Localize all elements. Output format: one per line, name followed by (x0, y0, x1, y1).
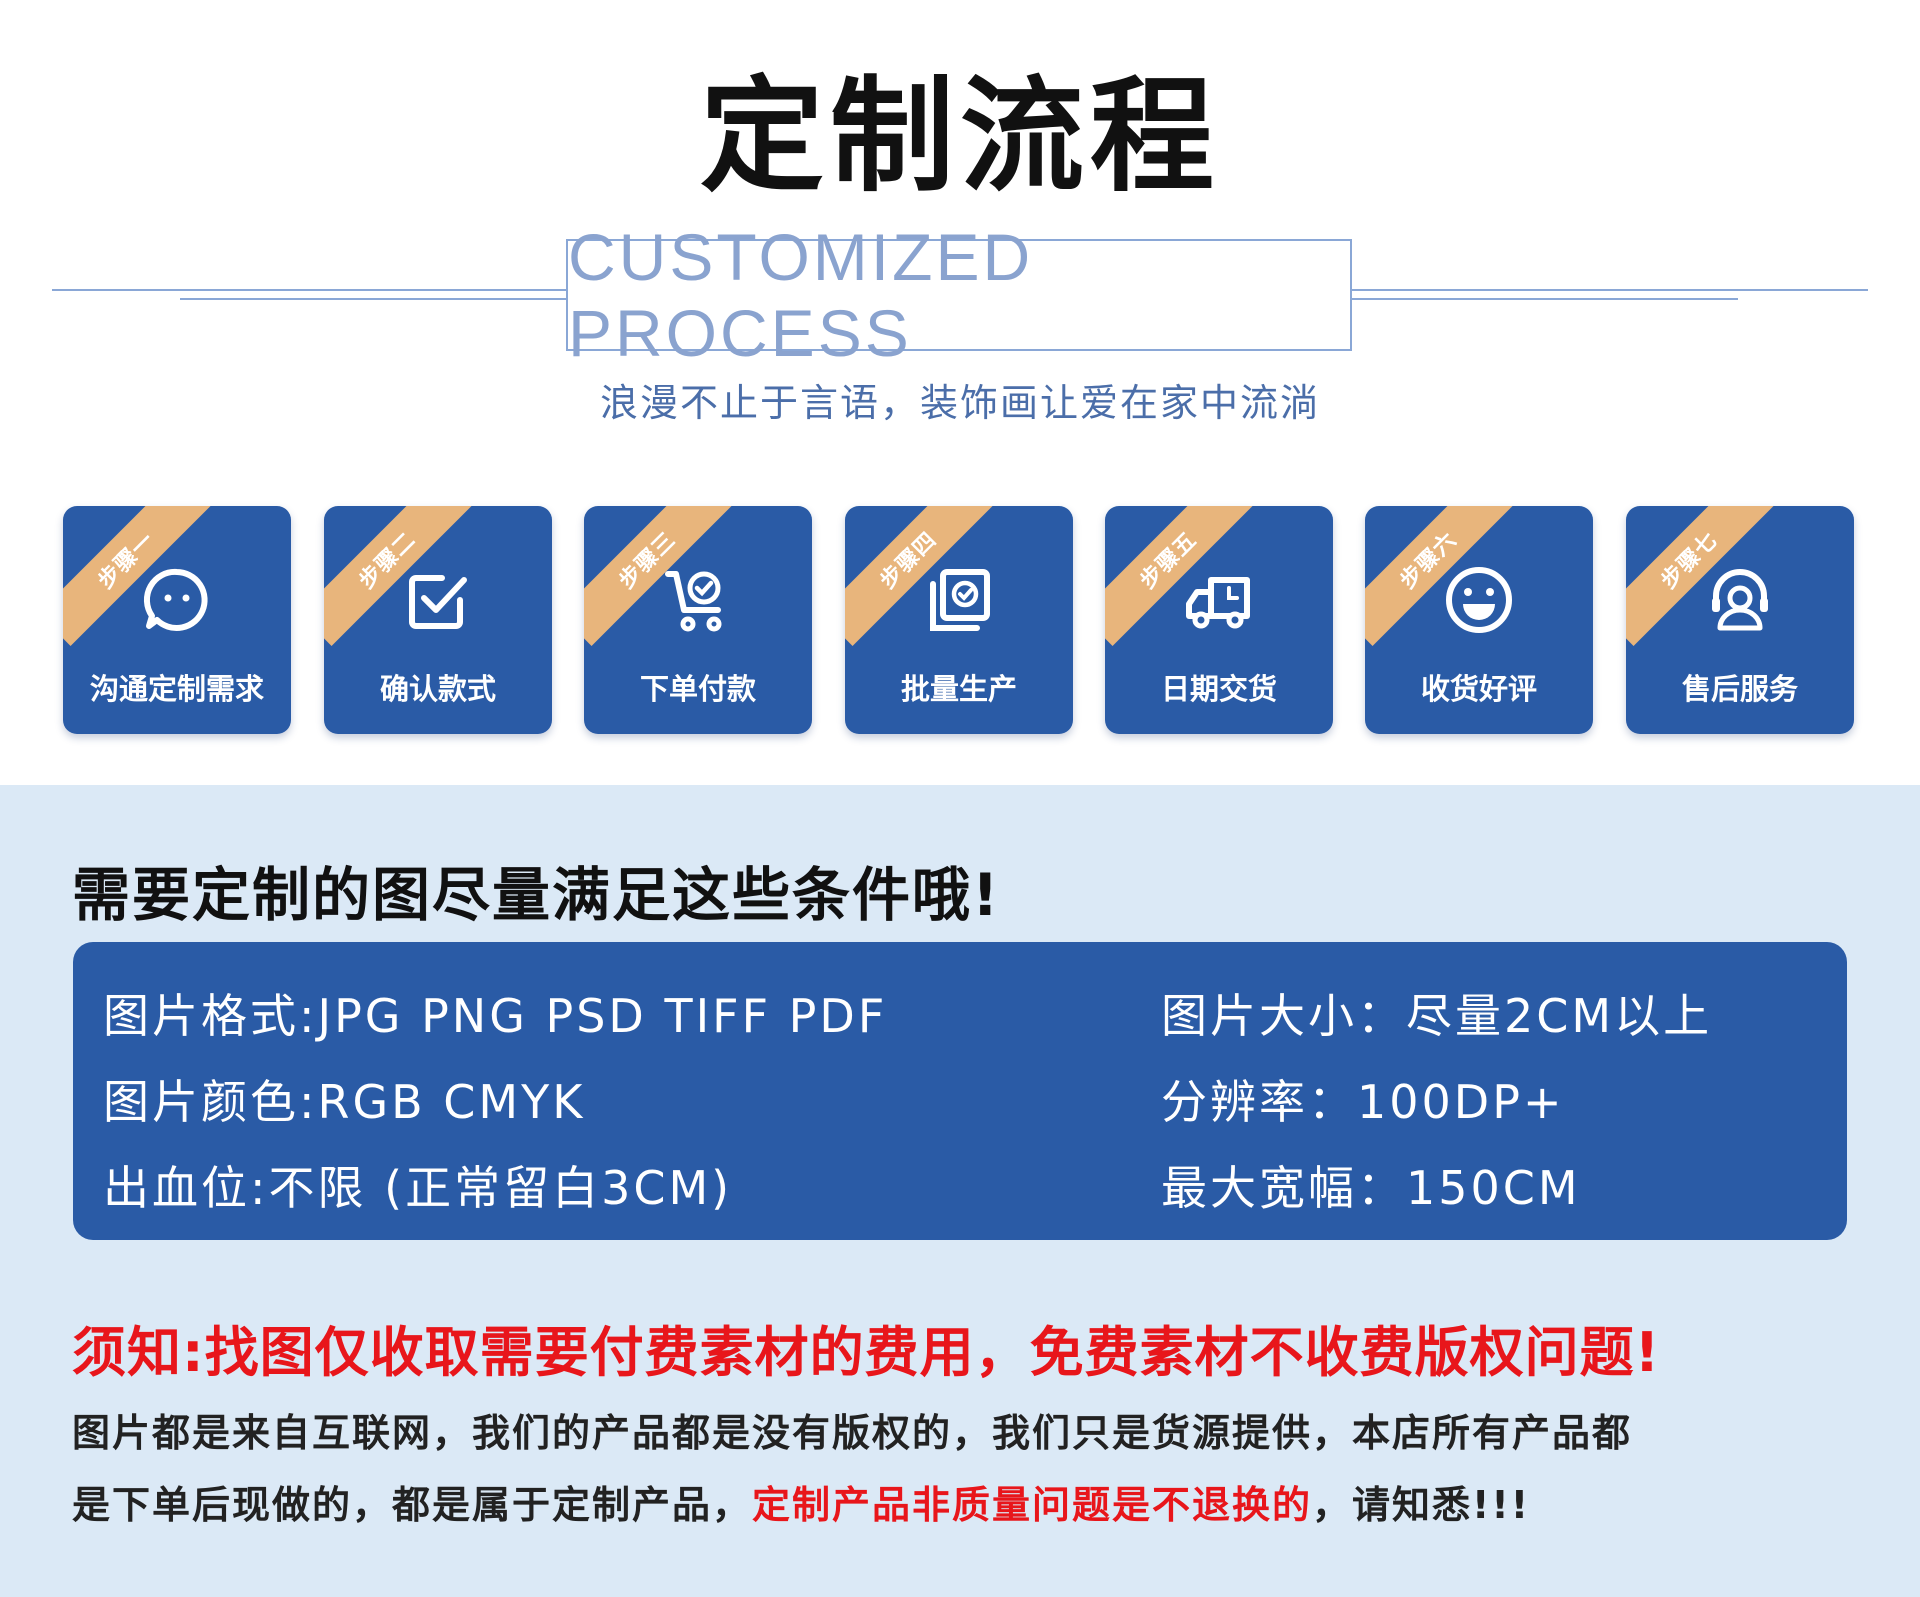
step-label: 沟通定制需求 (89, 672, 264, 706)
stacked-docs-icon (930, 569, 990, 631)
process-steps: 步骤一 沟通定制需求 步骤二 确认款式 步骤三 下单付款 步骤四 (63, 506, 1857, 734)
step-label: 日期交货 (1160, 672, 1277, 706)
delivery-truck-icon (1186, 577, 1250, 629)
step-card-1: 步骤一 沟通定制需求 (63, 506, 291, 734)
resolution-requirement: 分辨率：100DP+ (1161, 1075, 1565, 1129)
checkbox-icon (409, 575, 467, 629)
step-label: 收货好评 (1420, 672, 1537, 706)
bleed-requirement: 出血位:不限 (正常留白3CM) (103, 1161, 733, 1215)
english-title-box: CUSTOMIZED PROCESS (566, 220, 1352, 370)
requirements-title: 需要定制的图尽量满足这些条件哦! (72, 861, 1001, 929)
notice-text: 是下单后现做的，都是属于定制产品， (72, 1483, 753, 1527)
page-title: 定制流程 (699, 65, 1220, 209)
notice-paragraph-line-1: 图片都是来自互联网，我们的产品都是没有版权的，我们只是货源提供，本店所有产品都 (72, 1411, 1633, 1455)
step-card-7: 步骤七 售后服务 (1626, 506, 1854, 734)
divider-line-right-short (1352, 298, 1738, 300)
step-label: 下单付款 (639, 672, 756, 706)
color-requirement: 图片颜色:RGB CMYK (103, 1075, 586, 1129)
headset-icon (1712, 569, 1768, 631)
chat-bubble-icon (143, 568, 208, 631)
page-subtitle: 浪漫不止于言语，装饰画让爱在家中流淌 (599, 381, 1320, 425)
notice-text: ，请知悉!!! (1312, 1483, 1531, 1527)
step-card-2: 步骤二 确认款式 (324, 506, 552, 734)
divider-line-left-short (180, 298, 566, 300)
step-card-4: 步骤四 批量生产 (845, 506, 1073, 734)
format-requirement: 图片格式:JPG PNG PSD TIFF PDF (103, 989, 888, 1043)
step-card-5: 步骤五 日期交货 (1105, 506, 1333, 734)
max-width-requirement: 最大宽幅：150CM (1161, 1161, 1581, 1215)
notice-warning-text: 定制产品非质量问题是不退换的 (752, 1483, 1313, 1527)
cart-check-icon (665, 571, 722, 632)
divider-line-right-long (1352, 289, 1868, 291)
english-title: CUSTOMIZED PROCESS (568, 220, 1034, 370)
notice-headline: 须知:找图仅收取需要付费素材的费用，免费素材不收费版权问题! (72, 1321, 1661, 1384)
requirements-box: 图片格式:JPG PNG PSD TIFF PDF 图片颜色:RGB CMYK … (73, 942, 1847, 1240)
step-card-6: 步骤六 收货好评 (1365, 506, 1593, 734)
step-card-3: 步骤三 下单付款 (584, 506, 812, 734)
divider-line-left-long (52, 289, 566, 291)
step-label: 确认款式 (379, 672, 496, 706)
step-label: 售后服务 (1681, 672, 1798, 706)
smiley-icon (1446, 567, 1512, 633)
notice-paragraph-line-2: 是下单后现做的，都是属于定制产品，定制产品非质量问题是不退换的，请知悉!!! (72, 1474, 1530, 1529)
step-label: 批量生产 (900, 672, 1017, 706)
size-requirement: 图片大小：尽量2CM以上 (1161, 989, 1713, 1043)
